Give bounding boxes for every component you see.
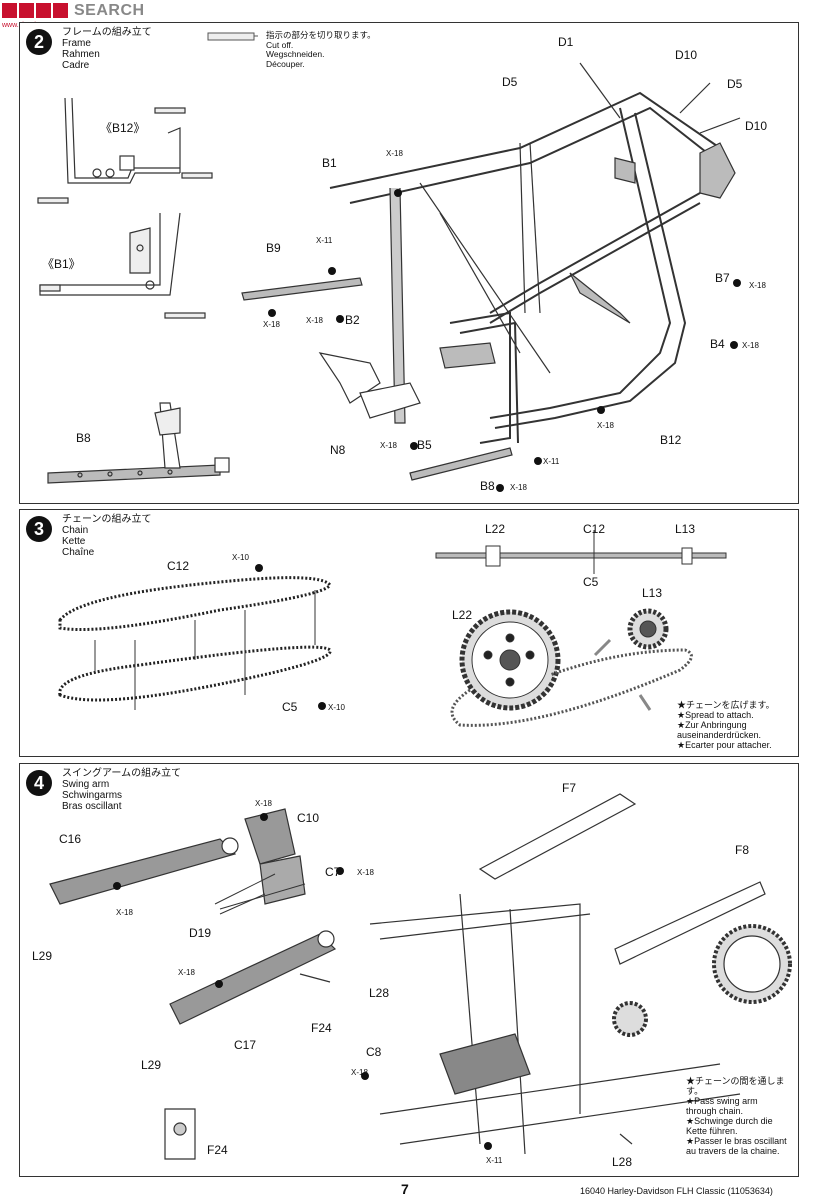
label-c12: C12 <box>167 559 190 573</box>
screw-label: X-11 <box>543 457 560 466</box>
cut-off-note: 指示の部分を切り取ります。 Cut off. Wegschneiden. Déc… <box>266 30 376 69</box>
label-f24-detail: F24 <box>207 1143 228 1157</box>
label-b1-detail: 《B1》 <box>42 257 81 271</box>
label-c12-top: C12 <box>583 522 606 536</box>
label-d1: D1 <box>558 35 574 49</box>
screw-label: X-18 <box>510 483 527 492</box>
label-l28-left: L28 <box>369 986 390 1000</box>
label-b12-detail: 《B12》 <box>100 121 146 135</box>
label-b4: B4 <box>710 337 725 351</box>
step-number: 3 <box>26 516 52 542</box>
label-c16: C16 <box>59 832 82 846</box>
label-f8: F8 <box>735 843 750 857</box>
label-d5-left: D5 <box>502 75 518 89</box>
sprocket-l22 <box>459 609 561 711</box>
chain-note: ★チェーンを広げます。 ★Spread to attach. ★Zur Anbr… <box>677 700 775 750</box>
screw-label: X-18 <box>749 281 766 290</box>
screw-label: X-18 <box>263 320 280 329</box>
label-b8-detail: B8 <box>76 431 91 445</box>
screw-label: X-18 <box>351 1068 368 1077</box>
page-number: 7 <box>401 1181 409 1197</box>
label-b5: B5 <box>417 438 432 452</box>
screw-label: X-18 <box>742 341 759 350</box>
label-c5: C5 <box>282 700 298 714</box>
label-n8: N8 <box>330 443 346 457</box>
screw-label: X-18 <box>357 868 374 877</box>
label-l29-bottom: L29 <box>141 1058 162 1072</box>
step-title: チェーンの組み立て Chain Kette Chaîne <box>62 514 152 558</box>
label-f7: F7 <box>562 781 577 795</box>
screw-label: X-11 <box>316 236 333 245</box>
label-b9: B9 <box>266 241 281 255</box>
label-d10-top: D10 <box>675 48 698 62</box>
label-d10-right: D10 <box>745 119 768 133</box>
label-b12: B12 <box>660 433 682 447</box>
sprocket-l13 <box>627 608 669 650</box>
swing-arm-diagram <box>49 793 792 1160</box>
label-f24: F24 <box>311 1021 332 1035</box>
screw-label: X-18 <box>255 799 272 808</box>
screw-label: X-10 <box>328 703 345 712</box>
screw-label: X-18 <box>597 421 614 430</box>
label-c17: C17 <box>234 1038 257 1052</box>
step-2-panel: 2 フレームの組み立て Frame Rahmen Cadre 指示の部分を切り取… <box>19 22 799 504</box>
step-3-panel: 3 チェーンの組み立て Chain Kette Chaîne <box>19 509 799 757</box>
label-d5-right: D5 <box>727 77 743 91</box>
label-b1: B1 <box>322 156 337 170</box>
screw-label: X-10 <box>232 553 249 562</box>
label-c8: C8 <box>366 1045 382 1059</box>
watermark-search: SEARCH <box>74 2 145 19</box>
chain-diagram <box>58 530 727 727</box>
step-4-panel: 4 スイングアームの組み立て Swing arm Schwingarms Bra… <box>19 763 799 1177</box>
label-l29-top: L29 <box>32 949 53 963</box>
label-b2: B2 <box>345 313 360 327</box>
label-l22-sprocket: L22 <box>452 608 473 622</box>
label-c5-top: C5 <box>583 575 599 589</box>
label-c7: C7 <box>325 865 341 879</box>
step-number: 2 <box>26 29 52 55</box>
screw-label: X-18 <box>116 908 133 917</box>
watermark: SEARCH <box>0 0 145 22</box>
label-l13-sprocket: L13 <box>642 586 663 600</box>
step-title: スイングアームの組み立て Swing arm Schwingarms Bras … <box>62 768 182 812</box>
label-b7: B7 <box>715 271 730 285</box>
label-b8: B8 <box>480 479 495 493</box>
label-d19: D19 <box>189 926 212 940</box>
label-l13-top: L13 <box>675 522 696 536</box>
step-title: フレームの組み立て Frame Rahmen Cadre <box>62 27 152 71</box>
watermark-logo-icon <box>2 3 68 18</box>
screw-label: X-18 <box>306 316 323 325</box>
screw-label: X-11 <box>486 1156 503 1165</box>
swing-arm-note: ★チェーンの間を通します。 ★Pass swing arm through ch… <box>686 1076 787 1156</box>
step-number: 4 <box>26 770 52 796</box>
product-info: 16040 Harley-Davidson FLH Classic (11053… <box>580 1186 773 1196</box>
label-l28-bottom: L28 <box>612 1155 633 1169</box>
label-l22-top: L22 <box>485 522 506 536</box>
screw-label: X-18 <box>178 968 195 977</box>
label-c10: C10 <box>297 811 320 825</box>
screw-label: X-18 <box>380 441 397 450</box>
screw-label: X-18 <box>386 149 403 158</box>
frame-diagram <box>37 62 741 492</box>
